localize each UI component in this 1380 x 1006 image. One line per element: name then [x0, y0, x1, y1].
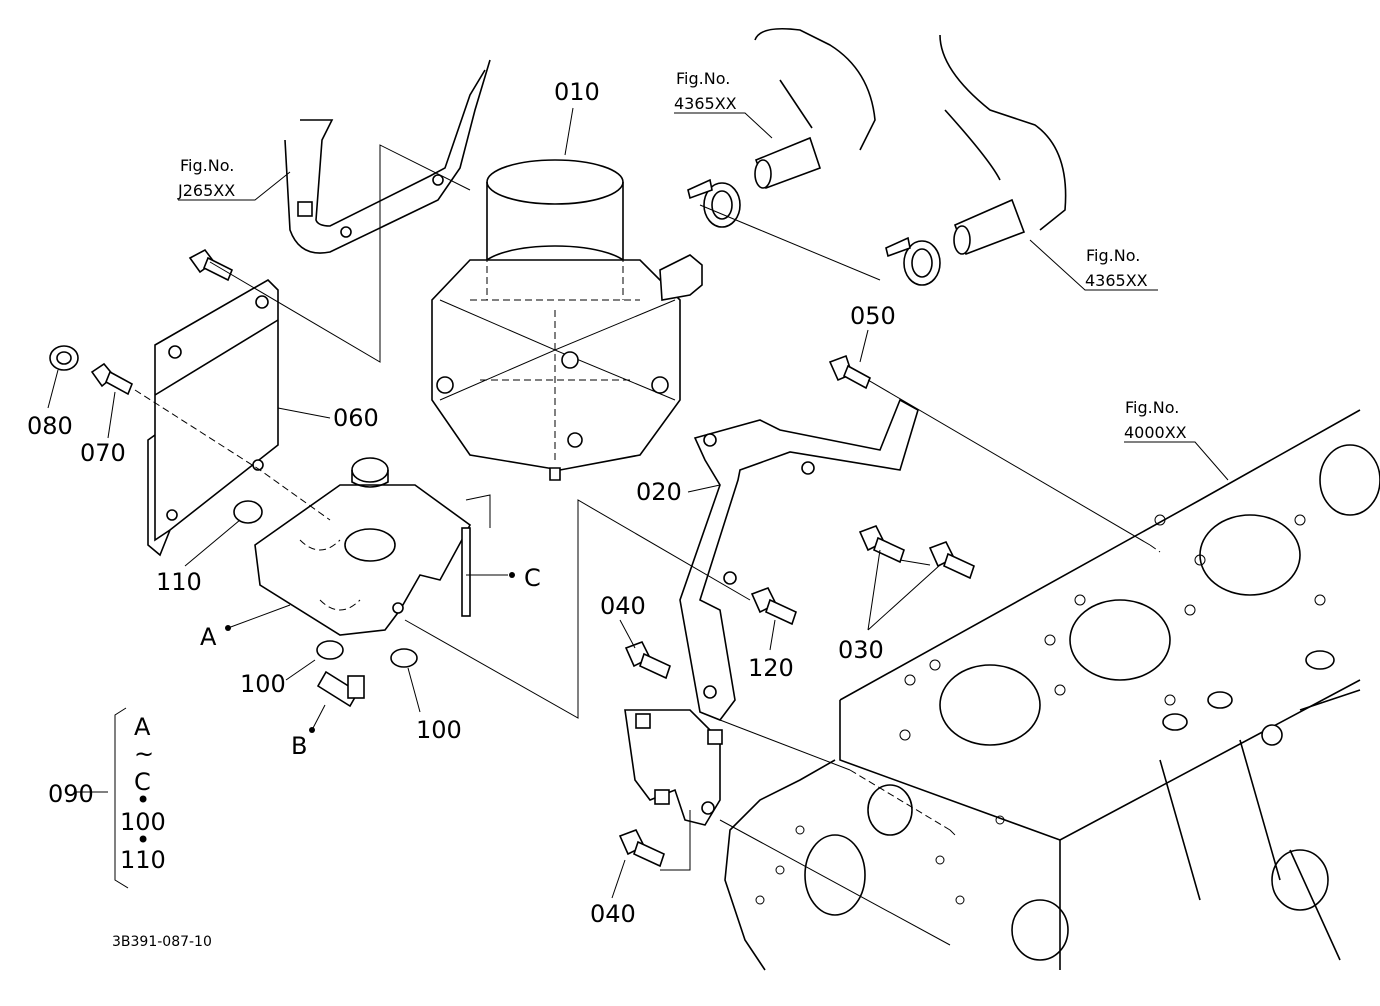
callout-c: C	[524, 564, 541, 592]
label-100-right: 100	[416, 716, 462, 744]
bracket-020-drawing	[679, 398, 919, 721]
nut-080-drawing	[49, 345, 79, 371]
label-040-upper: 040	[600, 592, 646, 620]
label-060: 060	[333, 404, 379, 432]
bolt-plate-top	[188, 248, 234, 282]
upper-bracket-drawing	[284, 59, 491, 254]
fig-ref-4365-upper-number: 4365XX	[674, 94, 737, 113]
kit-item-0: A	[134, 713, 151, 741]
callouts: A B C	[200, 564, 541, 760]
kit-item-3: •	[136, 786, 150, 814]
callout-c-dot	[509, 572, 515, 578]
fig-ref-4365-upper-title: Fig.No.	[676, 69, 730, 88]
callout-a-dot	[225, 625, 231, 631]
kit-item-2: C	[134, 768, 151, 796]
label-080: 080	[27, 412, 73, 440]
label-110: 110	[156, 568, 202, 596]
hose-upper-drawing	[754, 27, 876, 190]
hose-lower-drawing	[939, 34, 1067, 256]
callout-b: B	[291, 732, 307, 760]
kit-item-1: ~	[134, 740, 154, 768]
bolt-050-drawing	[828, 354, 872, 390]
drawing-code: 3B391-087-10	[112, 934, 212, 950]
kit-item-6: 110	[120, 846, 166, 874]
bolt-030-left	[858, 524, 905, 564]
label-100-left: 100	[240, 670, 286, 698]
bolt-120-drawing	[750, 586, 797, 626]
kit-contents: A ~ C • 100 • 110	[120, 713, 166, 874]
fig-ref-j265-number: J265XX	[177, 181, 235, 200]
bolt-070-drawing	[90, 362, 134, 396]
label-010: 010	[554, 78, 600, 106]
label-090: 090	[48, 780, 94, 808]
figure-references: Fig.No. J265XX Fig.No. 4365XX Fig.No. 43…	[177, 69, 1187, 442]
cover-plate-060-drawing	[147, 279, 279, 557]
part-labels: 010 020 030 040 040 050 060 070 080 090 …	[27, 78, 896, 928]
filter-element-010-drawing	[431, 159, 703, 481]
callout-b-dot	[309, 727, 315, 733]
kit-item-5: •	[136, 826, 150, 854]
plug-110-drawing	[233, 500, 263, 524]
kit-item-4: 100	[120, 808, 166, 836]
plug-100-left	[316, 640, 344, 660]
callout-a: A	[200, 623, 217, 651]
fig-ref-4000-title: Fig.No.	[1125, 398, 1179, 417]
hose-clamp-lower	[885, 236, 941, 286]
fig-ref-j265-title: Fig.No.	[180, 156, 234, 175]
fig-ref-4000-number: 4000XX	[1124, 423, 1187, 442]
label-070: 070	[80, 439, 126, 467]
pin-c-drawing	[461, 527, 471, 617]
bolt-030-right	[928, 540, 975, 580]
label-030: 030	[838, 636, 884, 664]
label-120: 120	[748, 654, 794, 682]
fig-ref-4365-lower-title: Fig.No.	[1086, 246, 1140, 265]
label-020: 020	[636, 478, 682, 506]
lower-bracket-drawing	[624, 709, 723, 826]
mounting-block-drawing	[254, 457, 472, 636]
hose-clamp-upper	[687, 178, 741, 228]
bolt-040-upper	[624, 640, 671, 680]
fig-ref-4365-lower-number: 4365XX	[1085, 271, 1148, 290]
elbow-b-drawing	[316, 670, 365, 708]
plug-100-right	[390, 648, 418, 668]
engine-bolt-holes	[755, 514, 1326, 905]
label-050: 050	[850, 302, 896, 330]
label-040-lower: 040	[590, 900, 636, 928]
bolt-040-lower	[618, 828, 665, 868]
leader-lines	[47, 107, 1229, 946]
engine-block-drawing	[724, 409, 1380, 971]
